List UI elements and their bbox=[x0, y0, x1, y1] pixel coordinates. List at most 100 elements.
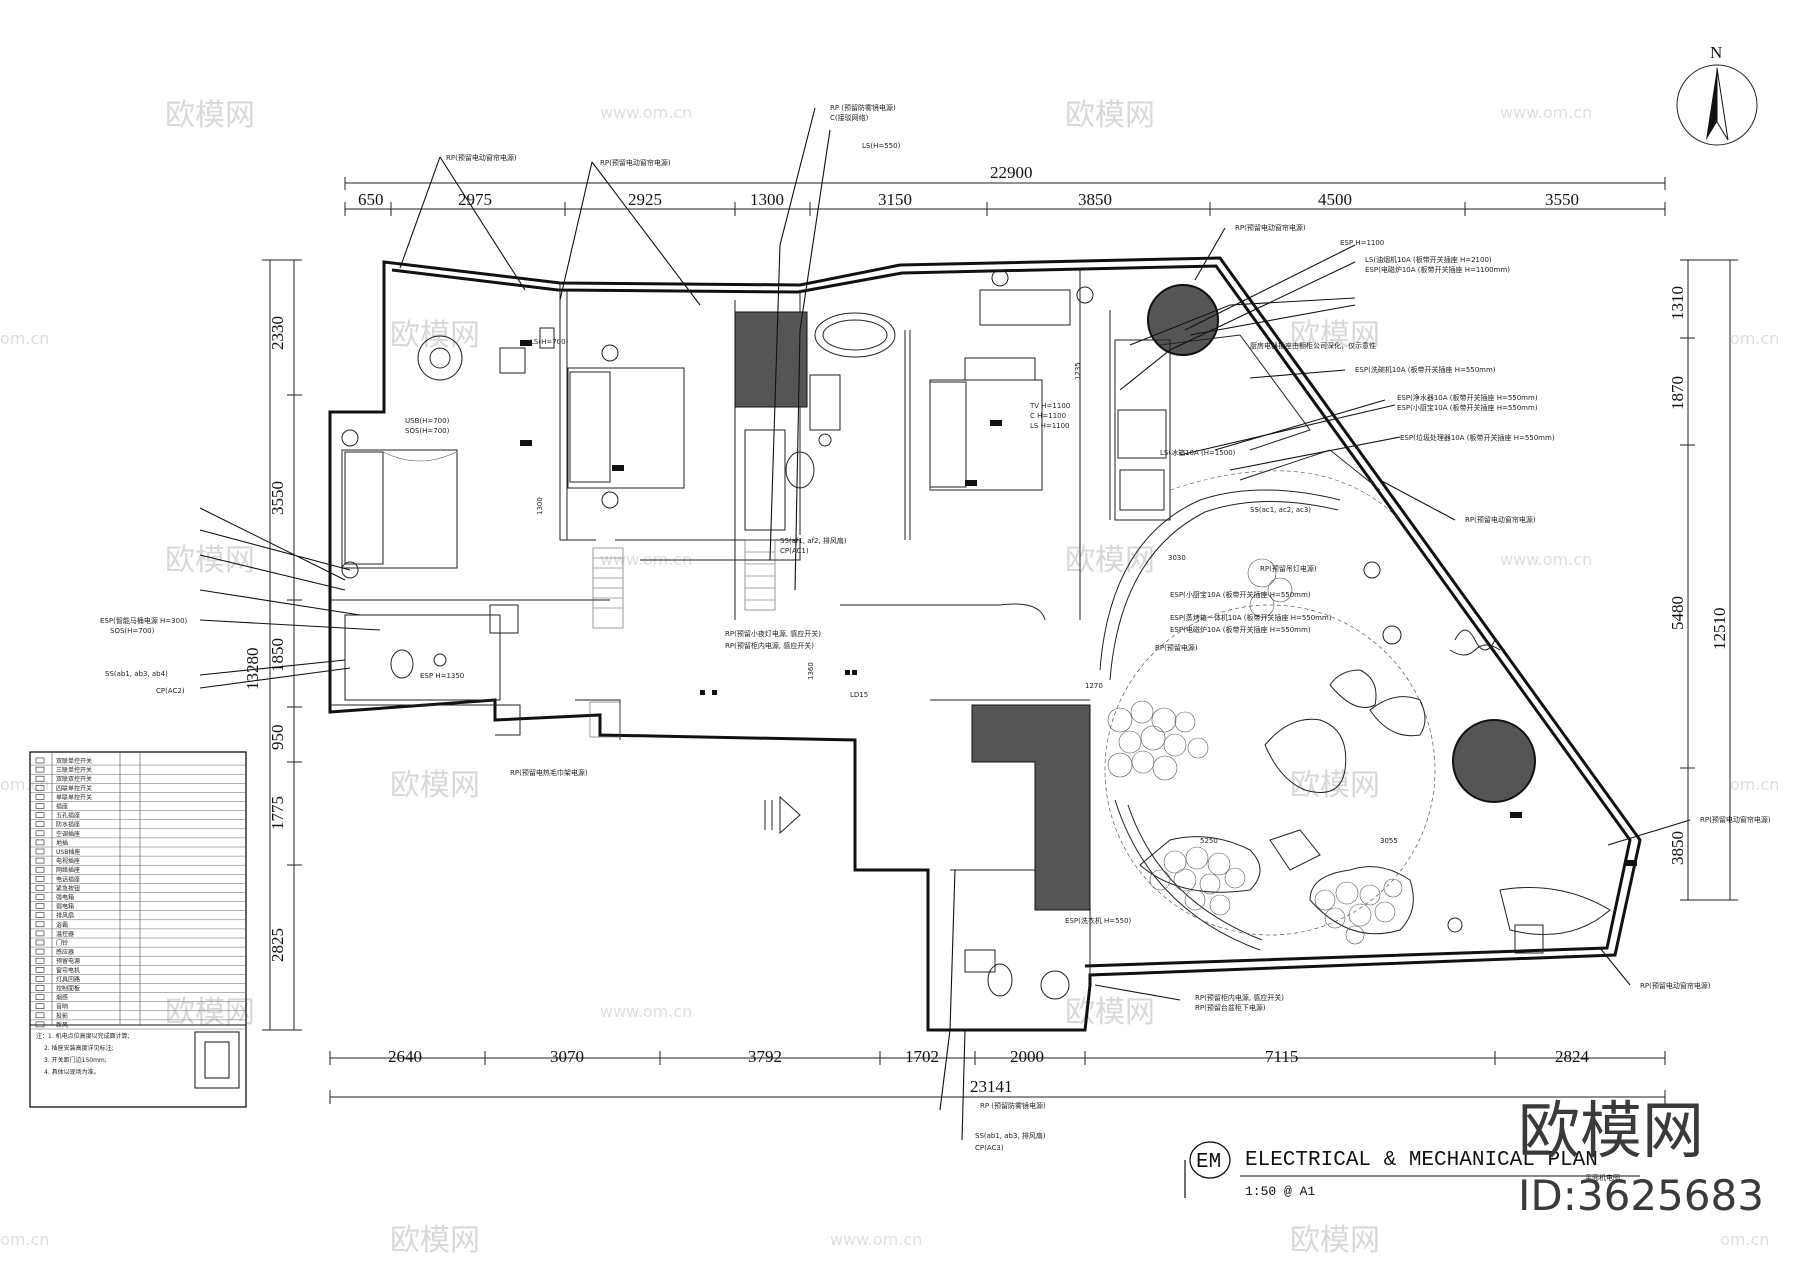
legend-row-label: 网络插座 bbox=[56, 866, 80, 874]
legend-table: 双联单控开关三联单控开关双联双控开关四联单控开关单联单控开关插座五孔插座防水插座… bbox=[29, 751, 247, 1108]
legend-symbol-icon bbox=[35, 994, 45, 1000]
dim-top-6: 3850 bbox=[1078, 190, 1112, 209]
annotation: ESP(小厨宝10A (板带开关插座 H=550mm) bbox=[1397, 403, 1538, 412]
drawing-subtitle: 平面机电图 bbox=[1585, 1173, 1620, 1182]
legend-symbol-icon bbox=[35, 775, 45, 782]
dim-left-2: 3550 bbox=[268, 481, 287, 515]
annotation: LS(油烟机10A (板带开关插座 H=2100) bbox=[1365, 255, 1492, 264]
legend-row-label: 强电箱 bbox=[56, 894, 74, 902]
annotation: RP(预留电动窗帘电源) bbox=[600, 158, 671, 167]
dim-bottom-total: 23141 bbox=[970, 1077, 1013, 1096]
north-arrow-icon bbox=[1706, 68, 1717, 140]
legend-symbol-icon bbox=[35, 1021, 45, 1028]
legend-symbol-icon bbox=[35, 812, 45, 818]
dim-bottom-6: 7115 bbox=[1265, 1047, 1298, 1066]
annotation: C H=1100 bbox=[1030, 412, 1066, 420]
dim-bottom-7: 2824 bbox=[1555, 1047, 1590, 1066]
legend-row-label: 五孔插座 bbox=[56, 812, 80, 820]
legend-row-label: USB插座 bbox=[56, 848, 80, 856]
legend-row-label: 双联双控开关 bbox=[56, 775, 92, 783]
annotation-labels: RP(预留电动窗帘电源) RP(预留电动窗帘电源) RP(预留电动窗帘电源) R… bbox=[100, 103, 1771, 1152]
watermark-brand-large: 欧模网 bbox=[1518, 1094, 1704, 1167]
floor-plan-walls bbox=[328, 256, 1642, 1032]
annotation: SS(ab1, ab3, 排风扇) bbox=[975, 1131, 1046, 1140]
legend-row-label: 控制面板 bbox=[56, 985, 80, 993]
legend-symbol-icon bbox=[35, 903, 45, 909]
annotation: RP(预留电动窗帘电源) bbox=[446, 153, 517, 162]
legend-row-label: 投影 bbox=[56, 1012, 68, 1020]
legend-row-label: 紧急按钮 bbox=[56, 884, 80, 892]
watermark-brand: 欧模网 bbox=[390, 318, 480, 353]
legend-symbol-icon bbox=[35, 966, 45, 973]
dim-left-1: 2330 bbox=[268, 316, 287, 350]
legend-note: 3. 开关距门边150mm; bbox=[44, 1056, 107, 1064]
watermark-brand: 欧模网 bbox=[1290, 1223, 1380, 1258]
title-code-bubble bbox=[1189, 1141, 1231, 1179]
legend-row-label: 灯具回路 bbox=[56, 975, 80, 983]
legend-symbol-icon bbox=[35, 985, 45, 991]
dim-top-8: 3550 bbox=[1545, 190, 1579, 209]
annotation: ESP(电磁炉10A (板带开关插座 H=550mm) bbox=[1170, 625, 1311, 634]
legend-row-label: 电视插座 bbox=[56, 857, 80, 865]
annotation: ESP(垃圾处理器10A (板带开关插座 H=550mm) bbox=[1400, 433, 1555, 442]
watermark-site-short: om.cn bbox=[1730, 775, 1779, 794]
annotation: RP(预留小夜灯电源, 感应开关) bbox=[725, 629, 821, 638]
furniture bbox=[341, 269, 1611, 1000]
watermark-brand: 欧模网 bbox=[165, 98, 255, 133]
north-label: N bbox=[1710, 43, 1722, 62]
legend-row-label: 插座 bbox=[56, 803, 68, 811]
dim-right-3: 5480 bbox=[1668, 596, 1687, 630]
annotation: LS(H=550) bbox=[862, 142, 901, 150]
legend-note: 4. 具体以现场为准。 bbox=[44, 1068, 100, 1076]
legend-symbol-icon bbox=[35, 957, 45, 964]
drawing-title: ELECTRICAL & MECHANICAL PLAN bbox=[1245, 1149, 1598, 1172]
annotation: LS(H=700) bbox=[530, 338, 569, 346]
watermark-brand: 欧模网 bbox=[1065, 995, 1155, 1030]
annotation: ESP H=1100 bbox=[1340, 239, 1384, 247]
annotation: LD15 bbox=[850, 691, 868, 699]
legend-row-label: 空调插座 bbox=[56, 830, 80, 838]
legend-symbol-icon bbox=[35, 757, 45, 764]
dim-top-7: 4500 bbox=[1318, 190, 1352, 209]
legend-row-label: 三联单控开关 bbox=[56, 766, 92, 774]
annotation: ESP(洗碗机10A (板带开关插座 H=550mm) bbox=[1355, 365, 1496, 374]
legend-row-label: 防水插座 bbox=[56, 821, 80, 829]
annotation: RP (预留防雾镜电源) bbox=[830, 103, 896, 112]
inner-dim: 1300 bbox=[536, 497, 544, 515]
north-circle bbox=[1676, 64, 1758, 146]
legend-row-label: 电话插座 bbox=[56, 875, 80, 883]
legend-symbol-icon bbox=[35, 821, 45, 828]
annotation: ESP(净水器10A (板带开关插座 H=550mm) bbox=[1397, 393, 1538, 402]
inner-dim: 3055 bbox=[1380, 837, 1398, 845]
annotation: RP (预留防雾镜电源) bbox=[980, 1101, 1046, 1110]
annotation: TV H=1100 bbox=[1029, 402, 1070, 410]
watermark-site-short: om.cn bbox=[0, 329, 49, 348]
annotation: ESP(智能马桶电源 H=300) bbox=[100, 616, 188, 625]
legend-row-label: 地插 bbox=[56, 839, 68, 847]
legend-row-label: 门铃 bbox=[56, 939, 68, 947]
north-arrow: N bbox=[1676, 43, 1758, 146]
legend-row-label: 双联单控开关 bbox=[56, 757, 92, 765]
watermark-site: www.om.cn bbox=[600, 103, 692, 122]
dim-top-total: 22900 bbox=[990, 163, 1033, 182]
annotation: RP(预留电动窗帘电源) bbox=[1235, 223, 1306, 232]
watermark-site-short: om.cn bbox=[1720, 1230, 1769, 1249]
legend-symbol-icon bbox=[35, 1012, 45, 1019]
dim-top-5: 3150 bbox=[878, 190, 912, 209]
legend-symbol-icon bbox=[35, 839, 45, 846]
dim-bottom-5: 2000 bbox=[1010, 1047, 1044, 1066]
legend-symbol-icon bbox=[35, 803, 45, 809]
annotation: RP(预留吊灯电源) bbox=[1260, 564, 1317, 573]
watermark-site: www.om.cn bbox=[600, 1002, 692, 1021]
watermark-brand: 欧模网 bbox=[1290, 318, 1380, 353]
structural-fills bbox=[734, 284, 1536, 911]
annotation: SOS(H=700) bbox=[405, 427, 450, 435]
legend-row-label: 排风扇 bbox=[56, 912, 74, 920]
drawing-scale: 1:50 @ A1 bbox=[1245, 1184, 1315, 1199]
annotation: RP(预留电源) bbox=[1155, 643, 1198, 652]
annotation: RP(预留电动窗帘电源) bbox=[1640, 981, 1711, 990]
watermark-brand: 欧模网 bbox=[165, 995, 255, 1030]
watermark-site-short: om.cn bbox=[0, 775, 49, 794]
annotation: RP(预留电热毛巾架电源) bbox=[510, 768, 588, 777]
